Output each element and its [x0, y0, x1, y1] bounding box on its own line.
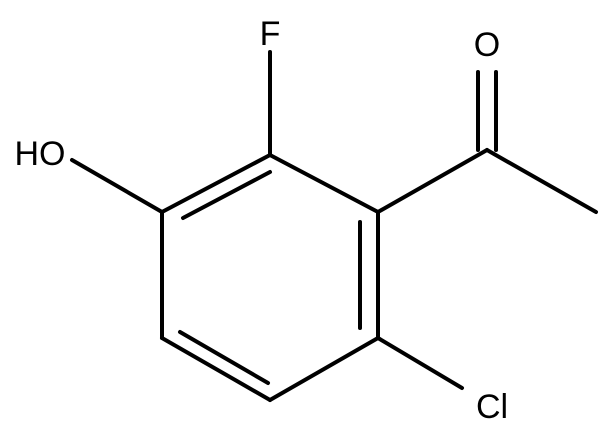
oxygen-label: O: [474, 26, 500, 64]
ring-bond-c6-c1: [160, 153, 272, 214]
ring-bond-c3-c4: [268, 336, 380, 402]
bond-carbonyl-methyl: [485, 148, 598, 214]
bond-c-oh: [70, 158, 164, 214]
fluorine-label: F: [260, 15, 281, 53]
ring-bond-c1-c2: [268, 153, 380, 214]
bond-c-cl: [376, 336, 464, 390]
ring-double-bond-inner-top: [181, 170, 272, 220]
bond-ring-carbonyl: [376, 148, 489, 214]
ring-double-bond-inner-bottom: [178, 330, 270, 385]
hydroxyl-label: HO: [15, 135, 66, 173]
ring-bond-c4-c5: [160, 336, 272, 402]
chlorine-label: Cl: [476, 388, 508, 426]
